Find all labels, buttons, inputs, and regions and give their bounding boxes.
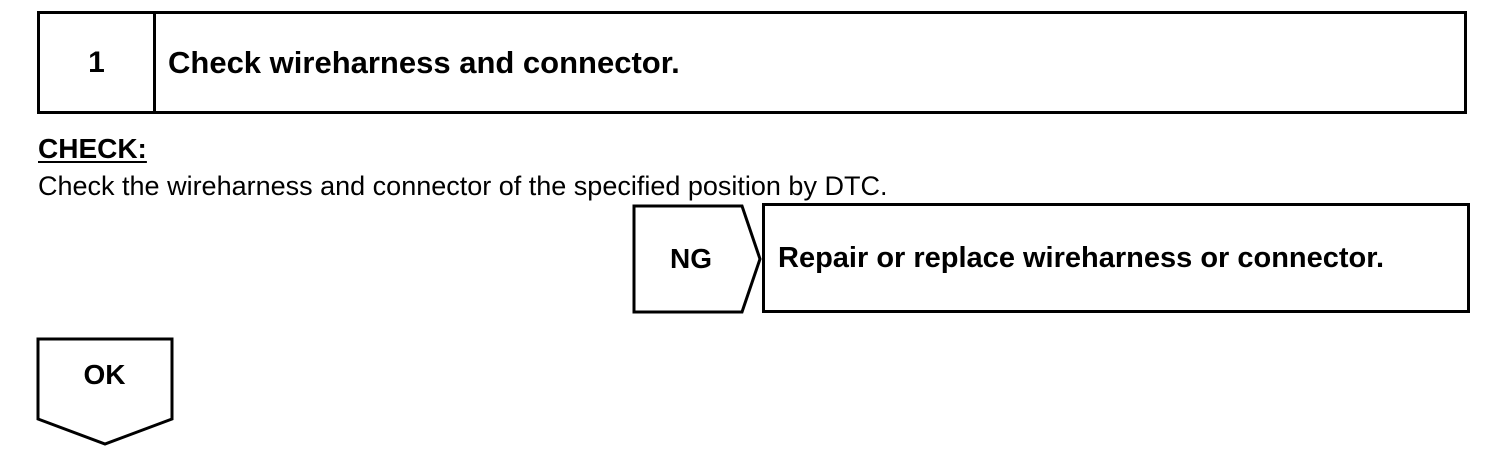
ng-action-box: Repair or replace wireharness or connect… [762, 203, 1470, 313]
ng-arrow-shape [632, 204, 762, 314]
ng-label: NG [670, 242, 712, 274]
step-number: 1 [40, 14, 156, 111]
step-header-box: 1 Check wireharness and connector. [37, 11, 1467, 114]
check-label: CHECK: [38, 133, 147, 164]
step-title: Check wireharness and connector. [168, 44, 680, 80]
ok-arrow-shape [36, 337, 174, 446]
ok-label: OK [83, 359, 126, 390]
check-instruction: Check the wireharness and connector of t… [38, 171, 888, 201]
